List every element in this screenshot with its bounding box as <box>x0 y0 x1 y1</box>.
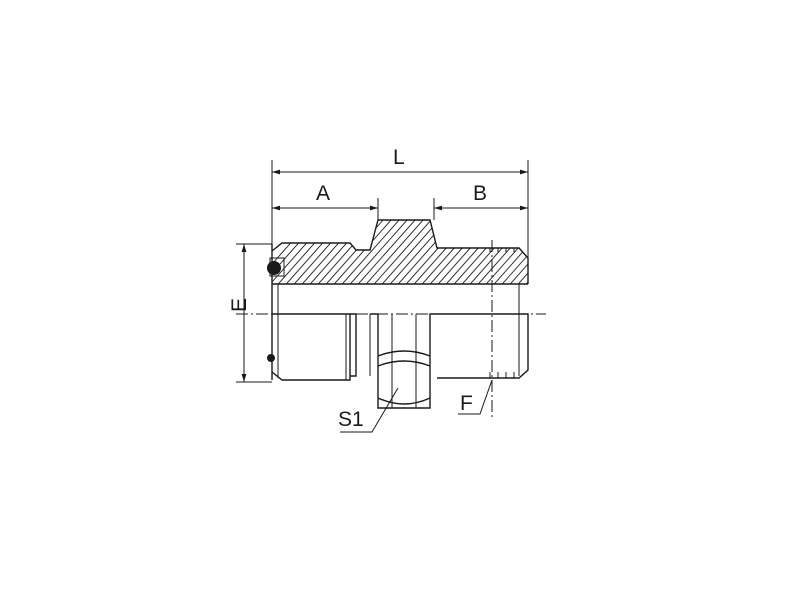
hatch-line <box>351 220 433 284</box>
hatch-line <box>311 220 393 284</box>
neck <box>350 313 357 377</box>
hatch-line <box>303 220 385 284</box>
hatch-line <box>536 210 616 300</box>
hatch-line <box>272 220 329 284</box>
section-hatching <box>272 210 632 300</box>
s1-leader <box>340 387 399 433</box>
o-ring-icon <box>267 261 281 275</box>
hatch-line <box>287 220 369 284</box>
dim-l-label: L <box>393 146 405 169</box>
hatch-line <box>279 220 361 284</box>
hatch-line <box>495 220 528 284</box>
hatch-line <box>503 220 528 284</box>
hatch-line <box>335 220 417 284</box>
hatch-line <box>544 210 624 300</box>
hatch-line <box>319 220 401 284</box>
hex-flat-upper <box>377 350 431 357</box>
hatch-line <box>272 220 345 284</box>
hatch-line <box>295 220 377 284</box>
hatch-line <box>447 220 528 284</box>
hatch-line <box>327 220 409 284</box>
f-leader <box>458 379 493 415</box>
hatch-line <box>511 220 528 284</box>
hatch-line <box>431 220 513 284</box>
hatch-line <box>359 220 441 284</box>
hatch-line <box>527 220 528 284</box>
hatch-line <box>439 220 521 284</box>
hex-chamfer-lower <box>377 397 431 405</box>
hatch-line <box>343 220 425 284</box>
dim-b-label: B <box>473 182 487 205</box>
hatch-line <box>471 220 528 284</box>
hatch-line <box>479 220 528 284</box>
dim-a-label: A <box>316 182 330 205</box>
upper-thread <box>489 248 515 252</box>
dim-f-label: F <box>460 392 473 415</box>
hex-flat-lower <box>377 360 431 367</box>
hatch-line <box>519 220 528 284</box>
hatch-line <box>272 220 337 284</box>
hatch-line <box>272 220 321 284</box>
face-seal-body <box>271 313 351 381</box>
lower-thread <box>489 372 515 378</box>
o-ring-lower-icon <box>267 354 275 362</box>
o-ring-groove <box>269 257 285 277</box>
hatch-line <box>552 210 632 300</box>
dim-e-label: E <box>228 298 251 312</box>
dim-s1-label: S1 <box>338 408 364 431</box>
hatch-line <box>455 220 528 284</box>
hatch-line <box>463 220 528 284</box>
hatch-line <box>272 220 353 284</box>
pipe-thread-body <box>437 313 529 379</box>
